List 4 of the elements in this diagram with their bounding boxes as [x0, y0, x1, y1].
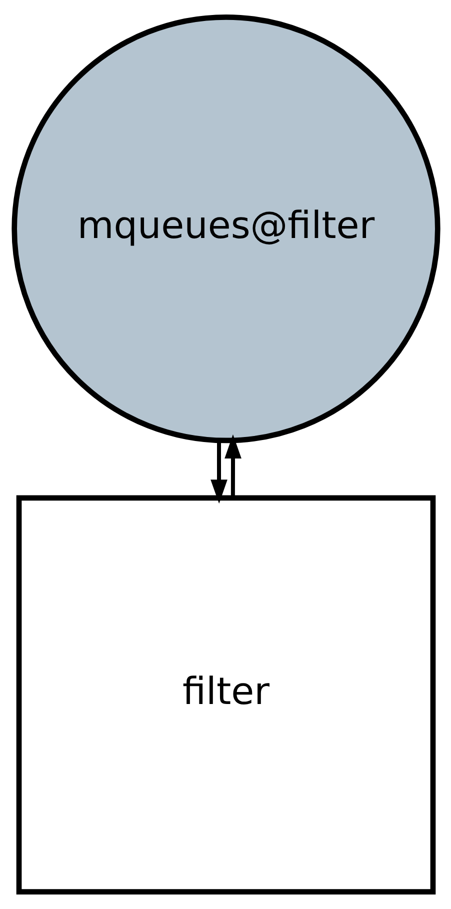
arrow: [210, 440, 227, 504]
node-circle: mqueues@filter: [11, 14, 440, 444]
arrow: [224, 434, 241, 498]
node-box: filter: [16, 495, 436, 894]
